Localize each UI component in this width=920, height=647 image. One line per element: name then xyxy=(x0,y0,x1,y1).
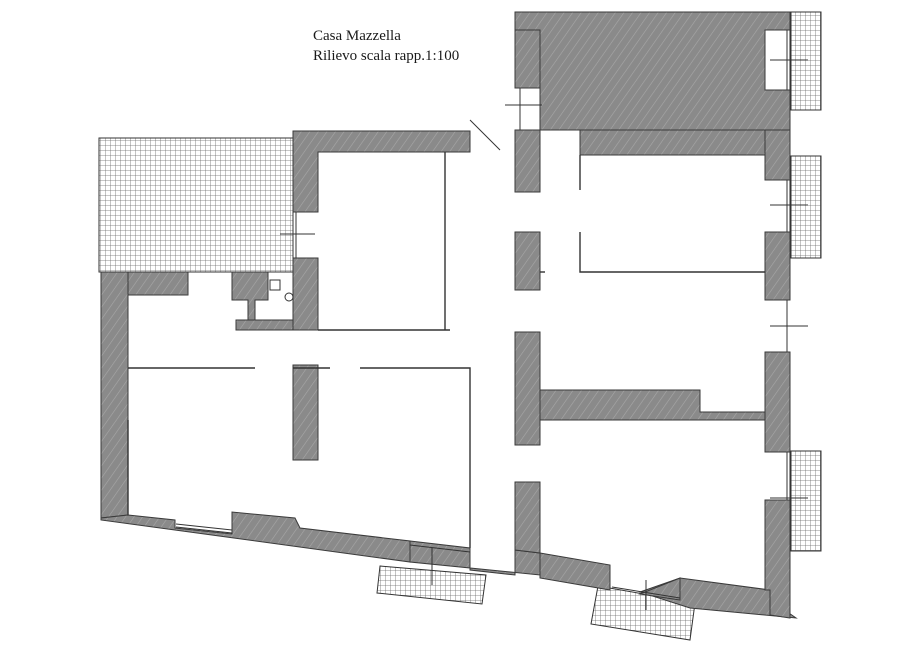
wall-south-east xyxy=(539,552,611,591)
drawing-title: Casa Mazzella Rilievo scala rapp.1:100 xyxy=(313,26,459,66)
wall-spine-4 xyxy=(514,481,541,554)
terrace-left xyxy=(98,137,294,273)
title-line-scale: Rilievo scala rapp.1:100 xyxy=(313,48,460,64)
wall-spine-1 xyxy=(514,129,541,193)
wall-north-east xyxy=(514,11,791,149)
wall-partition-e xyxy=(539,389,766,421)
openings xyxy=(175,30,808,610)
partitions xyxy=(127,152,765,548)
wall-north-west-2 xyxy=(231,271,269,321)
balcony-mid-right xyxy=(790,155,822,259)
wall-central-pillar xyxy=(292,257,319,331)
wall-stub-left xyxy=(292,364,319,461)
wall-spine-2 xyxy=(514,231,541,291)
wall-north-east-side xyxy=(514,29,541,89)
wall-small-room xyxy=(235,319,294,331)
balcony-top-right xyxy=(790,11,822,111)
wall-south-west xyxy=(100,511,411,563)
wall-north-central xyxy=(292,130,471,213)
balcony-low-right xyxy=(790,450,822,552)
wall-partition-ne xyxy=(579,129,766,156)
title-line-name: Casa Mazzella xyxy=(313,28,401,44)
wall-spine-3 xyxy=(514,331,541,446)
wall-south-east-3 xyxy=(638,577,681,601)
balconies xyxy=(98,11,822,641)
wall-east-mid xyxy=(764,231,791,301)
wall-north-west xyxy=(127,271,189,296)
wall-east-upper xyxy=(764,129,791,181)
walls xyxy=(100,11,798,619)
wall-west xyxy=(100,271,129,519)
wall-east-low xyxy=(764,351,791,453)
